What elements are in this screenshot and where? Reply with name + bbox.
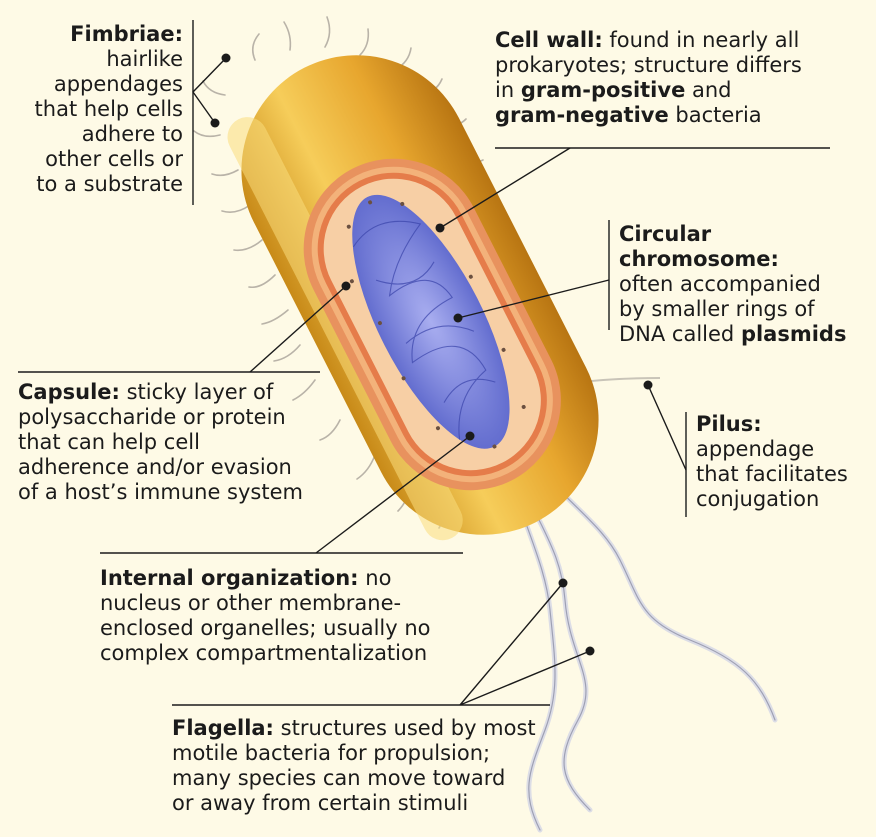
cell-wall-text: and: [685, 78, 732, 102]
chromosome-text: DNA called: [619, 322, 741, 346]
internal-text: nucleus or other membrane-: [100, 591, 402, 615]
pilus-text: appendage: [696, 437, 815, 461]
pilus-term: Pilus:: [696, 412, 762, 436]
fimbriae-line: other cells or: [45, 147, 183, 171]
fimbriae-label: Fimbriae: hairlike appendages that help …: [35, 22, 183, 197]
capsule-term: Capsule:: [18, 380, 120, 404]
circular-chromosome: [352, 194, 510, 449]
pilus-text: conjugation: [696, 487, 820, 511]
pilus-text: that facilitates: [696, 462, 848, 486]
chromosome-term: Circular chromosome:: [619, 222, 779, 271]
chromosome-text: by smaller rings of: [619, 297, 815, 321]
cell-wall-text: found in nearly all: [602, 28, 800, 52]
internal-organization-term: Internal organization:: [100, 566, 359, 590]
capsule-text: sticky layer of: [119, 380, 274, 404]
internal-organization-label: Internal organization: no nucleus or oth…: [100, 566, 431, 666]
cell-wall-text: prokaryotes; structure differs: [495, 53, 802, 77]
internal-text: complex compartmentalization: [100, 641, 428, 665]
cell-wall-text: bacteria: [668, 103, 762, 127]
fimbriae-line: to a substrate: [36, 172, 183, 196]
capsule-text: that can help cell: [18, 430, 200, 454]
flagella-label: Flagella: structures used by most motile…: [172, 716, 536, 816]
chromosome-label: Circular chromosome: often accompanied b…: [619, 222, 876, 347]
flagella-term: Flagella:: [172, 716, 274, 740]
gram-negative-term: gram-negative: [495, 103, 669, 127]
pilus-label: Pilus: appendage that facilitates conjug…: [696, 412, 848, 512]
capsule-text: polysaccharide or protein: [18, 405, 286, 429]
flagella-text: many species can move toward: [172, 766, 506, 790]
fimbriae-line: adhere to: [81, 122, 183, 146]
fimbriae-line: hairlike: [106, 47, 183, 71]
fimbriae-line: appendages: [53, 72, 183, 96]
flagella-strands: [502, 445, 778, 833]
plasmids-term: plasmids: [740, 322, 847, 346]
flagella-text: structures used by most: [273, 716, 536, 740]
internal-text: no: [358, 566, 392, 590]
fimbriae-term: Fimbriae:: [70, 22, 183, 46]
chromosome-text: often accompanied: [619, 272, 821, 296]
fimbriae-line: that help cells: [34, 97, 183, 121]
capsule-text: adherence and/or evasion: [18, 455, 292, 479]
cell-wall-term: Cell wall:: [495, 28, 603, 52]
flagella-text: motile bacteria for propulsion;: [172, 741, 491, 765]
capsule-text: of a host’s immune system: [18, 480, 303, 504]
capsule-label: Capsule: sticky layer of polysaccharide …: [18, 380, 303, 505]
gram-positive-term: gram-positive: [520, 78, 686, 102]
cell-wall-label: Cell wall: found in nearly all prokaryot…: [495, 28, 802, 128]
cell-wall-text: in: [495, 78, 521, 102]
internal-text: enclosed organelles; usually no: [100, 616, 431, 640]
flagella-text: or away from certain stimuli: [172, 791, 469, 815]
